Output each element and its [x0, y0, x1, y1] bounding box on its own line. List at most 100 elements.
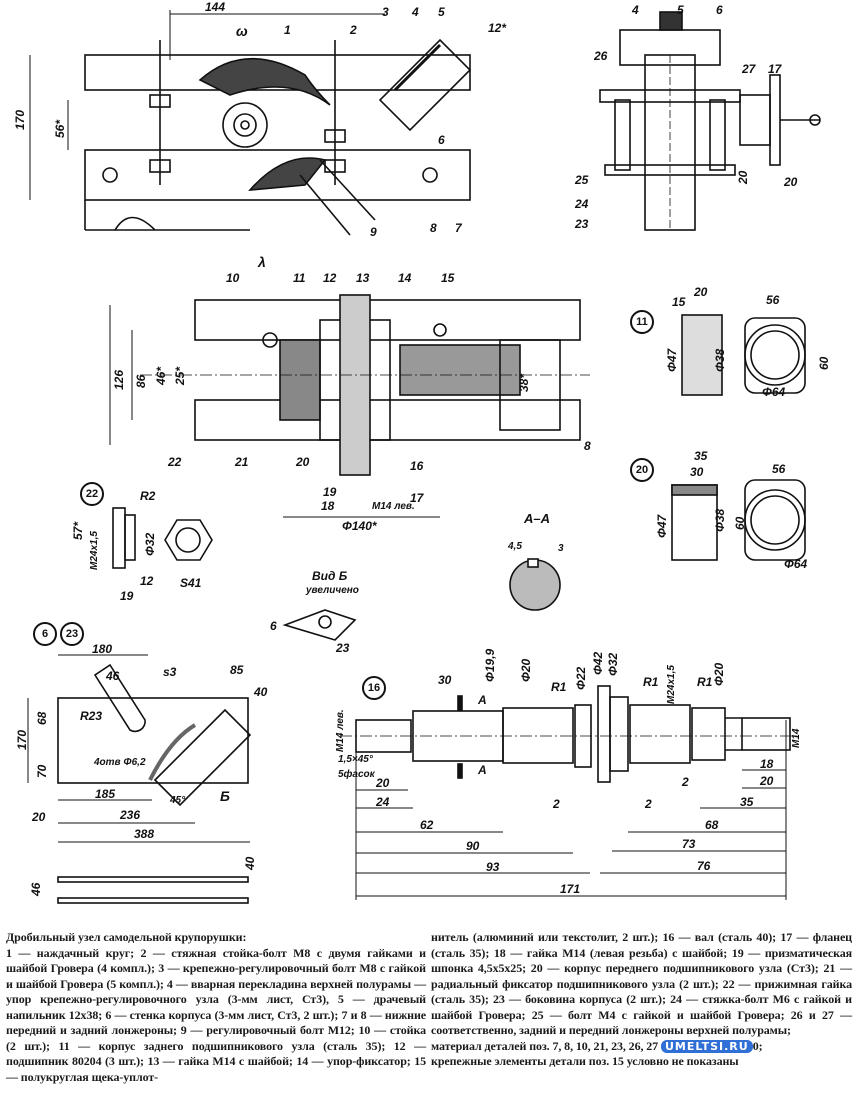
part-label: 12: [323, 271, 337, 285]
part-label: 8: [584, 439, 591, 453]
dim-label: 60: [733, 516, 747, 530]
dim-label: 35: [740, 795, 754, 809]
dim-label: 3: [558, 543, 564, 554]
dim-label: 20: [760, 774, 774, 788]
dim-label: Φ19,9: [483, 648, 497, 682]
caption-title: Дробильный узел самодельной крупорушки:: [6, 930, 247, 944]
part-label: 7: [455, 221, 462, 235]
side-view: [599, 11, 821, 231]
caption-note: крепежные элементы детали поз. 15 условн…: [431, 1054, 739, 1068]
dim-label: 4,5: [508, 541, 522, 552]
part-label: 10: [226, 271, 240, 285]
dim-label: 38*: [517, 373, 531, 392]
part-label: 20: [296, 455, 310, 469]
detail-11-linework: [681, 314, 806, 396]
dim-label: 30: [690, 465, 704, 479]
dim-label: M14: [791, 728, 802, 748]
dim-label: 76: [697, 859, 711, 873]
dim-label: M14 лев.: [372, 501, 415, 512]
part-label: 23: [336, 641, 350, 655]
part-label: 21: [235, 455, 249, 469]
dim-label: Φ20: [519, 658, 533, 682]
dim-label: 62: [420, 818, 434, 832]
dim-label: s3: [163, 665, 177, 679]
detail-number-badge: 16: [362, 676, 386, 700]
part-label: 18: [321, 499, 335, 513]
dim-label: 46: [106, 669, 120, 683]
technical-drawing-linework: [27, 10, 821, 904]
dim-label: 68: [35, 711, 49, 725]
section-aa-linework: [509, 558, 561, 611]
dim-label: 40: [254, 685, 268, 699]
part-label: 5: [677, 3, 684, 17]
dim-label: 86: [134, 374, 148, 388]
dim-label: Φ64: [762, 385, 786, 399]
dim-label: R23: [80, 709, 103, 723]
view-subtitle: увеличено: [306, 585, 359, 596]
part-label: 6: [270, 619, 277, 633]
dim-label: 57*: [71, 521, 85, 540]
dim-label: M14 лев.: [335, 709, 346, 752]
dim-label: Φ47: [665, 348, 679, 372]
part-label: 3: [382, 5, 389, 19]
section-marker: A: [478, 763, 487, 777]
dim-label: R2: [140, 489, 156, 503]
dim-label: 170: [15, 729, 29, 750]
dim-label: 70: [35, 764, 49, 778]
part-label: 27: [742, 62, 756, 76]
dim-label: Φ47: [655, 514, 669, 538]
dim-label: 85: [230, 663, 244, 677]
dim-label: 170: [13, 109, 27, 130]
view-b-linework: [282, 609, 357, 641]
dim-label: R1: [697, 675, 713, 689]
dim-label: 56*: [53, 119, 67, 138]
detail-20-linework: [671, 479, 806, 561]
part-label: 19: [323, 485, 337, 499]
dim-label: 185: [95, 787, 116, 801]
part-label: 16: [410, 459, 424, 473]
dim-label: 56: [772, 462, 786, 476]
part-label: 8: [430, 221, 437, 235]
part-label: 6: [438, 133, 445, 147]
dim-label: 30: [438, 673, 452, 687]
part-label: 2: [350, 23, 357, 37]
detail-16-linework: [340, 685, 800, 900]
dim-label: 56: [766, 293, 780, 307]
dim-label: 2: [553, 797, 560, 811]
caption-text: 1 — наждачный круг; 2 — стяжная стойка-б…: [6, 945, 426, 1084]
detail-6-23-linework: [27, 654, 252, 904]
part-label: 4: [632, 3, 639, 17]
view-title: Вид Б: [312, 569, 348, 583]
dim-label: 12: [140, 574, 154, 588]
dim-label: Φ42: [591, 651, 605, 675]
material-end: 0;: [752, 1038, 763, 1053]
dim-label: 68: [705, 818, 719, 832]
dim-label: 45°: [170, 795, 186, 806]
part-label: 1: [284, 23, 291, 37]
dim-label: 15: [672, 295, 686, 309]
dim-label: 171: [560, 882, 581, 896]
part-label: 4: [412, 5, 419, 19]
dim-label: Φ38: [713, 508, 727, 532]
part-label: 14: [398, 271, 412, 285]
part-label: 17: [410, 491, 424, 505]
dim-label: 126: [112, 369, 126, 390]
detail-22-linework: [112, 507, 213, 569]
part-label: 9: [370, 225, 377, 239]
dim-label: R1: [643, 675, 659, 689]
dim-label: 46*: [154, 366, 168, 385]
section-view: [109, 294, 590, 518]
view-arrow-label: Б: [220, 788, 230, 804]
dim-label: 20: [376, 776, 390, 790]
dim-label: 24: [376, 795, 390, 809]
dim-label: Φ140*: [342, 519, 377, 533]
detail-number-badge: 22: [80, 482, 104, 506]
dim-label: 5фасок: [338, 769, 375, 780]
part-label: 11: [293, 271, 306, 285]
dim-label: 90: [466, 839, 480, 853]
detail-number-badge: 23: [60, 622, 84, 646]
detail-number-badge: 11: [630, 310, 654, 334]
dim-label: 12*: [488, 21, 507, 35]
part-label: 17: [768, 62, 782, 76]
